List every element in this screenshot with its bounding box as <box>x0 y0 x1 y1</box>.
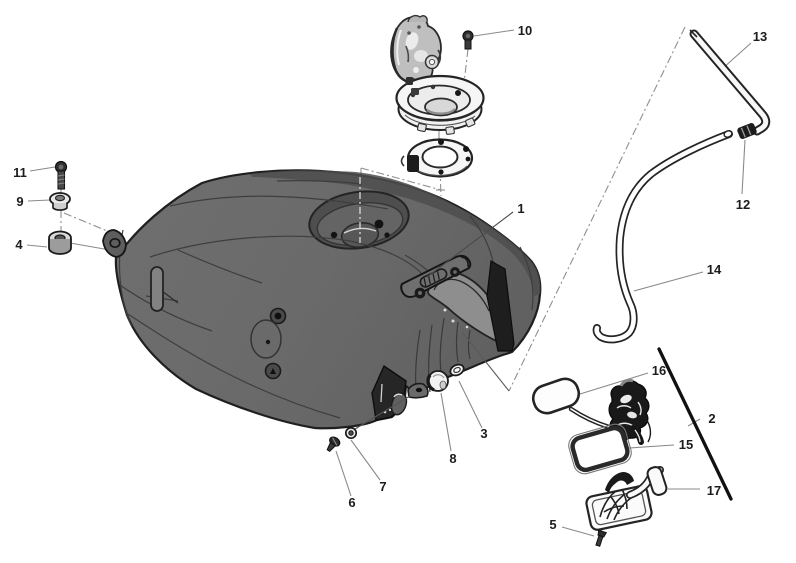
svg-text:4: 4 <box>15 237 23 252</box>
svg-text:8: 8 <box>449 451 456 466</box>
svg-text:3: 3 <box>480 426 487 441</box>
svg-text:5: 5 <box>549 517 556 532</box>
svg-text:6: 6 <box>348 495 355 510</box>
svg-text:17: 17 <box>707 483 721 498</box>
svg-text:1: 1 <box>517 201 524 216</box>
svg-text:2: 2 <box>708 411 715 426</box>
svg-text:16: 16 <box>652 363 666 378</box>
svg-text:7: 7 <box>379 479 386 494</box>
svg-text:11: 11 <box>13 165 27 180</box>
svg-text:9: 9 <box>16 194 23 209</box>
svg-text:15: 15 <box>679 437 693 452</box>
svg-text:14: 14 <box>707 262 722 277</box>
svg-text:13: 13 <box>753 29 767 44</box>
svg-text:12: 12 <box>736 197 750 212</box>
svg-text:10: 10 <box>518 23 532 38</box>
